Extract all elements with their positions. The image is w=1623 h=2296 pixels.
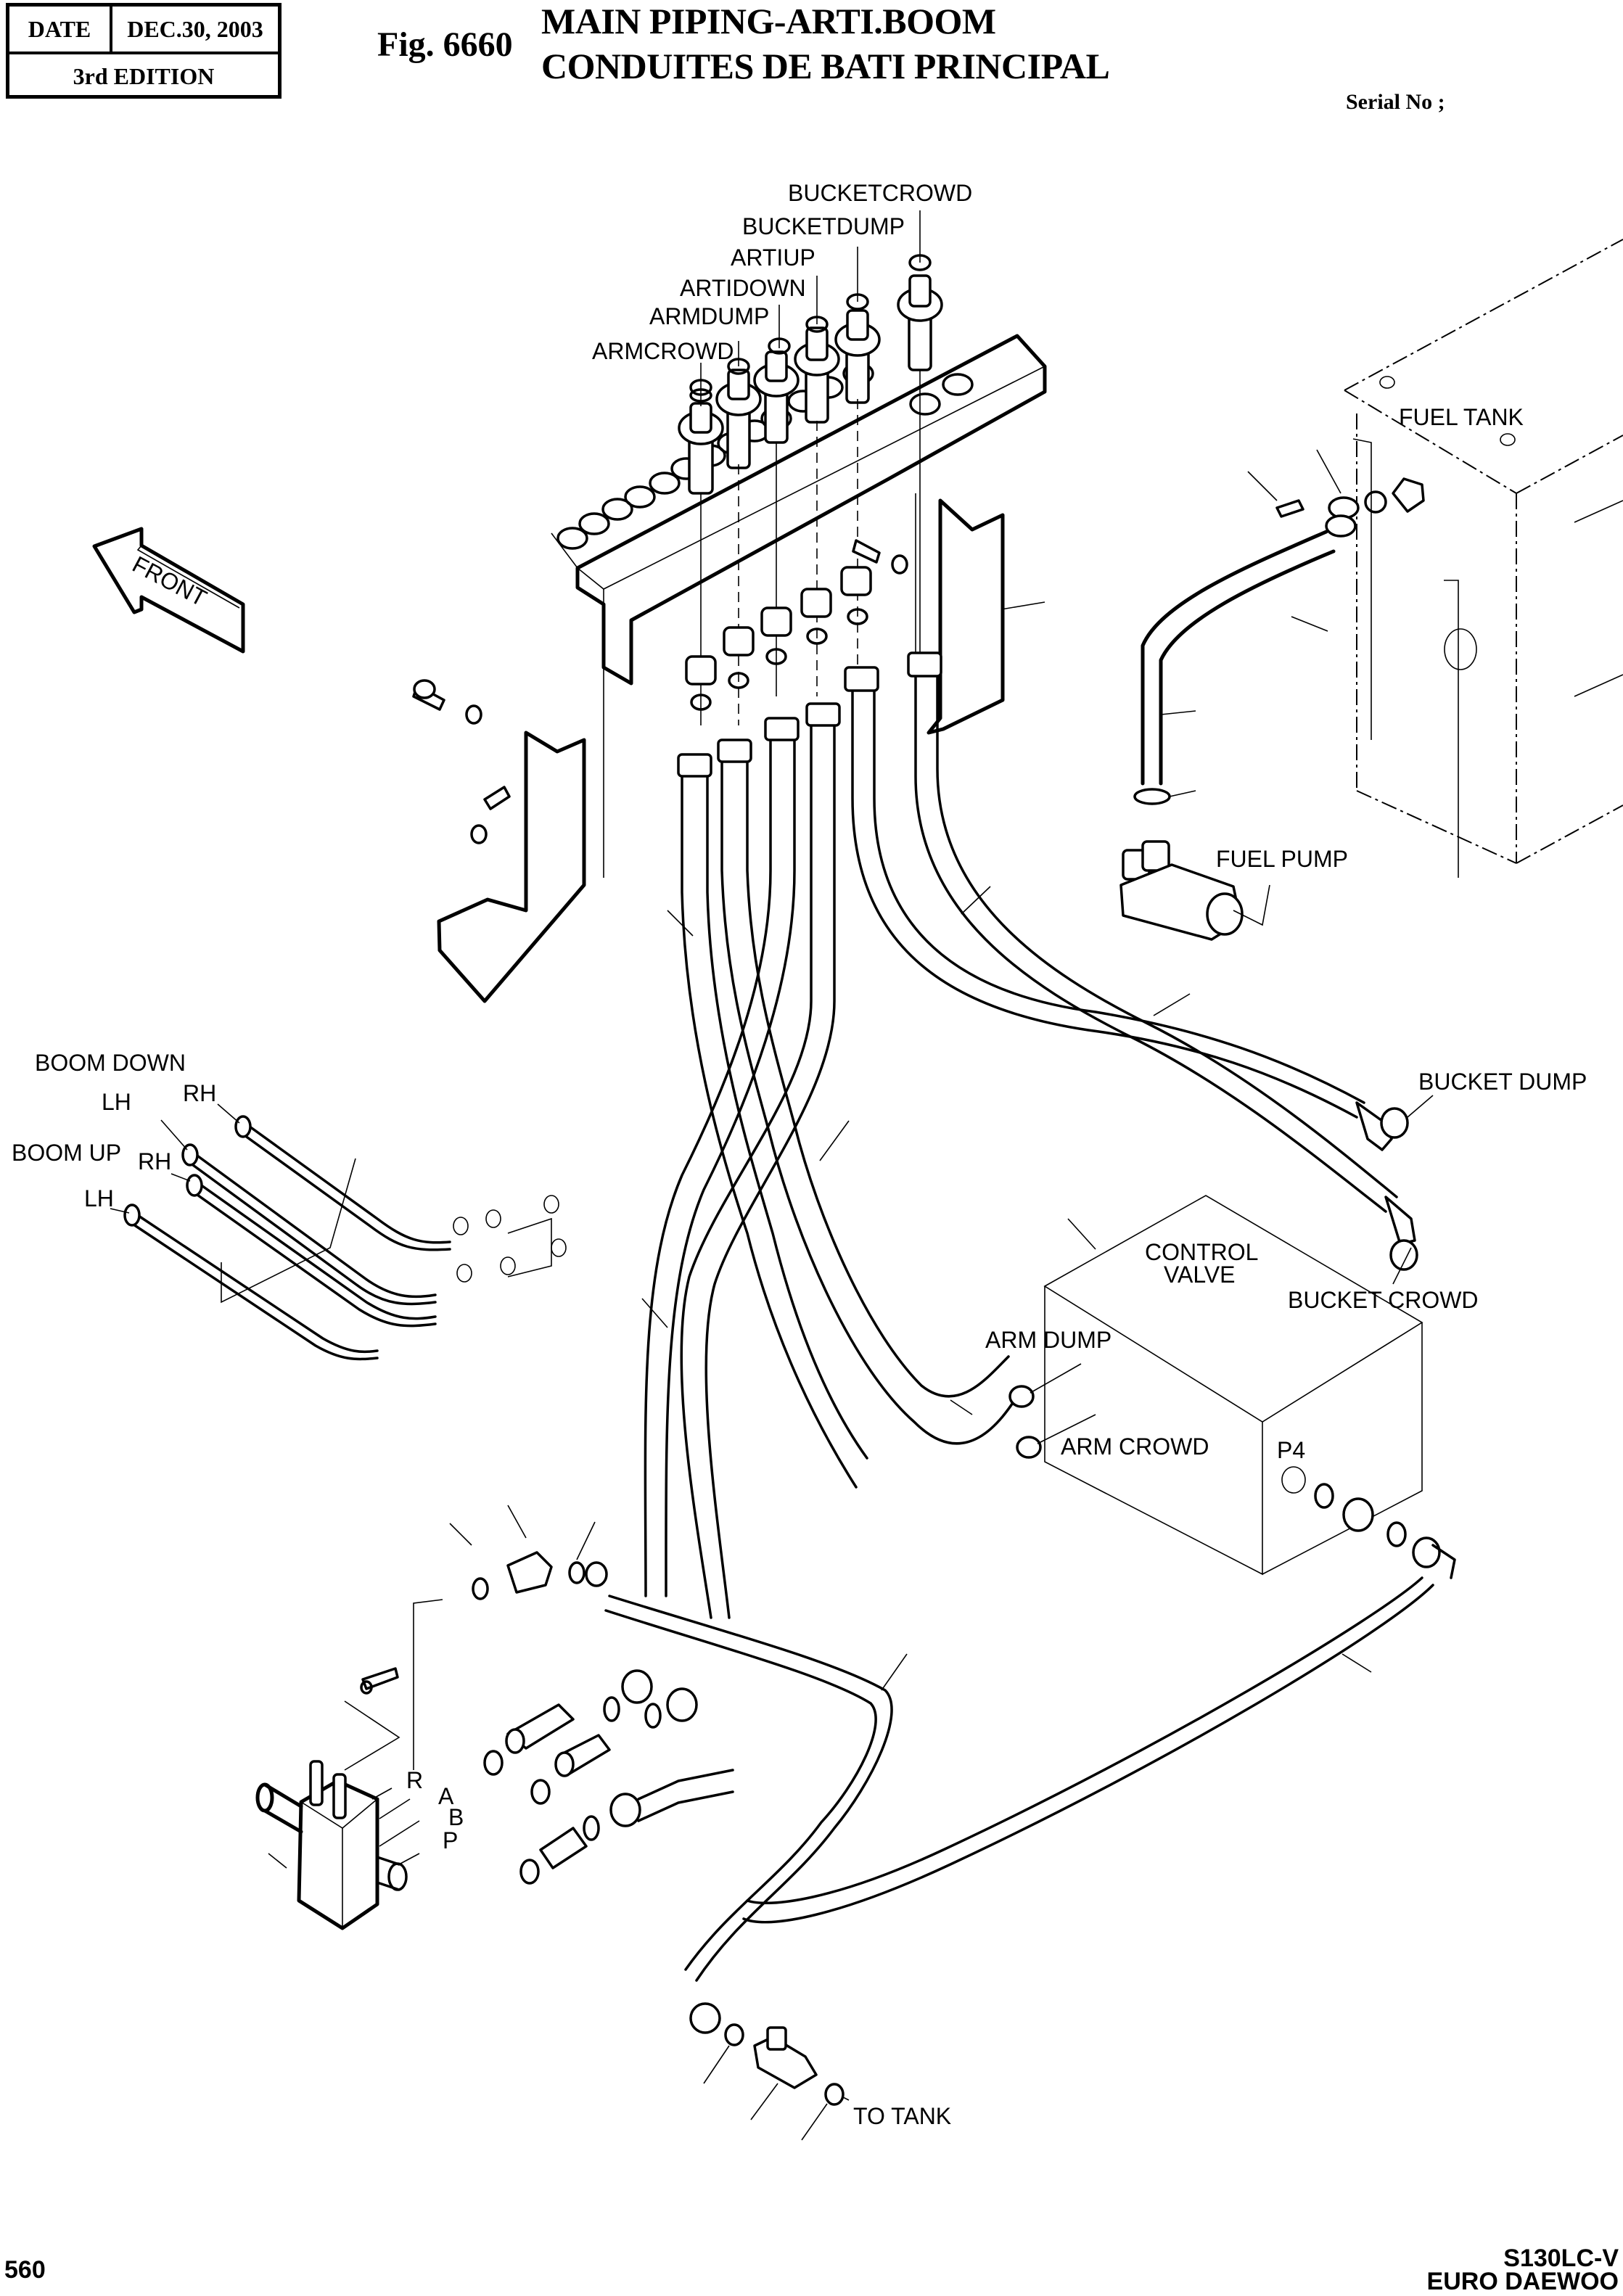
adapter-bucket-dump bbox=[834, 309, 881, 404]
label-port-r: R bbox=[406, 1767, 423, 1793]
brand-name: EURO DAEWOO bbox=[1426, 2268, 1619, 2295]
page-number: 560 bbox=[4, 2256, 46, 2284]
left-plate-bolts bbox=[412, 679, 511, 844]
bucket-hoses bbox=[844, 651, 1434, 1285]
date-label: DATE bbox=[9, 7, 112, 52]
label-boom-down: BOOM DOWN bbox=[35, 1050, 186, 1076]
control-valve-box bbox=[1043, 1195, 1423, 1576]
label-arm-dump: ARM DUMP bbox=[985, 1327, 1112, 1353]
label-arm-crowd: ARM CROWD bbox=[1061, 1433, 1209, 1460]
label-control-valve-line1: CONTROL bbox=[1145, 1239, 1258, 1265]
label-boom-up-rh: RH bbox=[138, 1148, 171, 1174]
header-info-box: DATE DEC.30, 2003 3rd EDITION bbox=[6, 3, 282, 99]
label-boom-up: BOOM UP bbox=[12, 1140, 121, 1166]
lower-fittings bbox=[685, 539, 908, 711]
support-plate-left bbox=[437, 667, 604, 1003]
label-boom-up-lh: LH bbox=[84, 1185, 114, 1211]
fuel-tank bbox=[1275, 239, 1623, 878]
label-p4: P4 bbox=[1277, 1437, 1305, 1463]
label-port-p: P bbox=[443, 1827, 458, 1853]
fuel-hose bbox=[1133, 530, 1336, 805]
date-value: DEC.30, 2003 bbox=[127, 15, 263, 42]
label-control-valve-line2: VALVE bbox=[1164, 1262, 1235, 1288]
p4-fittings bbox=[742, 1466, 1456, 1924]
label-port-a: A bbox=[438, 1783, 454, 1809]
label-bucket-dump-port: BUCKETDUMP bbox=[742, 213, 905, 239]
adapter-arm-dump bbox=[715, 369, 762, 469]
adapter-arti-down bbox=[753, 350, 800, 444]
label-fuel-pump: FUEL PUMP bbox=[1216, 846, 1348, 872]
label-arti-up-port: ARTIUP bbox=[731, 244, 815, 271]
figure-number: Fig. 6660 bbox=[377, 25, 513, 64]
figure-title-french: CONDUITES DE BATI PRINCIPAL bbox=[541, 46, 1110, 86]
arm-fittings bbox=[950, 1363, 1096, 1459]
edition-label: 3rd EDITION bbox=[73, 62, 215, 89]
label-arti-down-port: ARTIDOWN bbox=[680, 275, 806, 301]
pilot-valve-block bbox=[255, 1599, 443, 1930]
adapter-arti-up bbox=[794, 326, 840, 424]
label-arm-dump-port: ARMDUMP bbox=[649, 303, 769, 329]
front-arrow-icon bbox=[92, 527, 245, 654]
label-fuel-tank: FUEL TANK bbox=[1399, 404, 1524, 430]
main-hoses bbox=[644, 702, 1021, 1619]
support-plate-right bbox=[915, 493, 1005, 735]
lower-adapters bbox=[472, 1551, 893, 1982]
manifold-adapters bbox=[678, 274, 943, 495]
boom-hoses bbox=[110, 1103, 567, 1361]
label-boom-down-rh: RH bbox=[183, 1080, 216, 1106]
label-to-tank: TO TANK bbox=[853, 2103, 951, 2129]
fuel-pump bbox=[1119, 840, 1270, 941]
adapter-bucket-crowd bbox=[897, 274, 943, 371]
model-name: S130LC-V bbox=[1503, 2244, 1619, 2272]
label-port-b: B bbox=[448, 1804, 464, 1830]
to-tank-fittings bbox=[689, 2002, 850, 2141]
label-bucket-dump: BUCKET DUMP bbox=[1418, 1069, 1587, 1095]
callout-leaders bbox=[449, 449, 1341, 1691]
label-boom-down-lh: LH bbox=[102, 1089, 131, 1115]
figure-title-english: MAIN PIPING-ARTI.BOOM bbox=[541, 1, 996, 41]
label-arm-crowd-port: ARMCROWD bbox=[592, 338, 734, 364]
label-bucket-crowd-port: BUCKETCROWD bbox=[788, 180, 972, 206]
serial-number-label: Serial No ; bbox=[1346, 90, 1445, 114]
